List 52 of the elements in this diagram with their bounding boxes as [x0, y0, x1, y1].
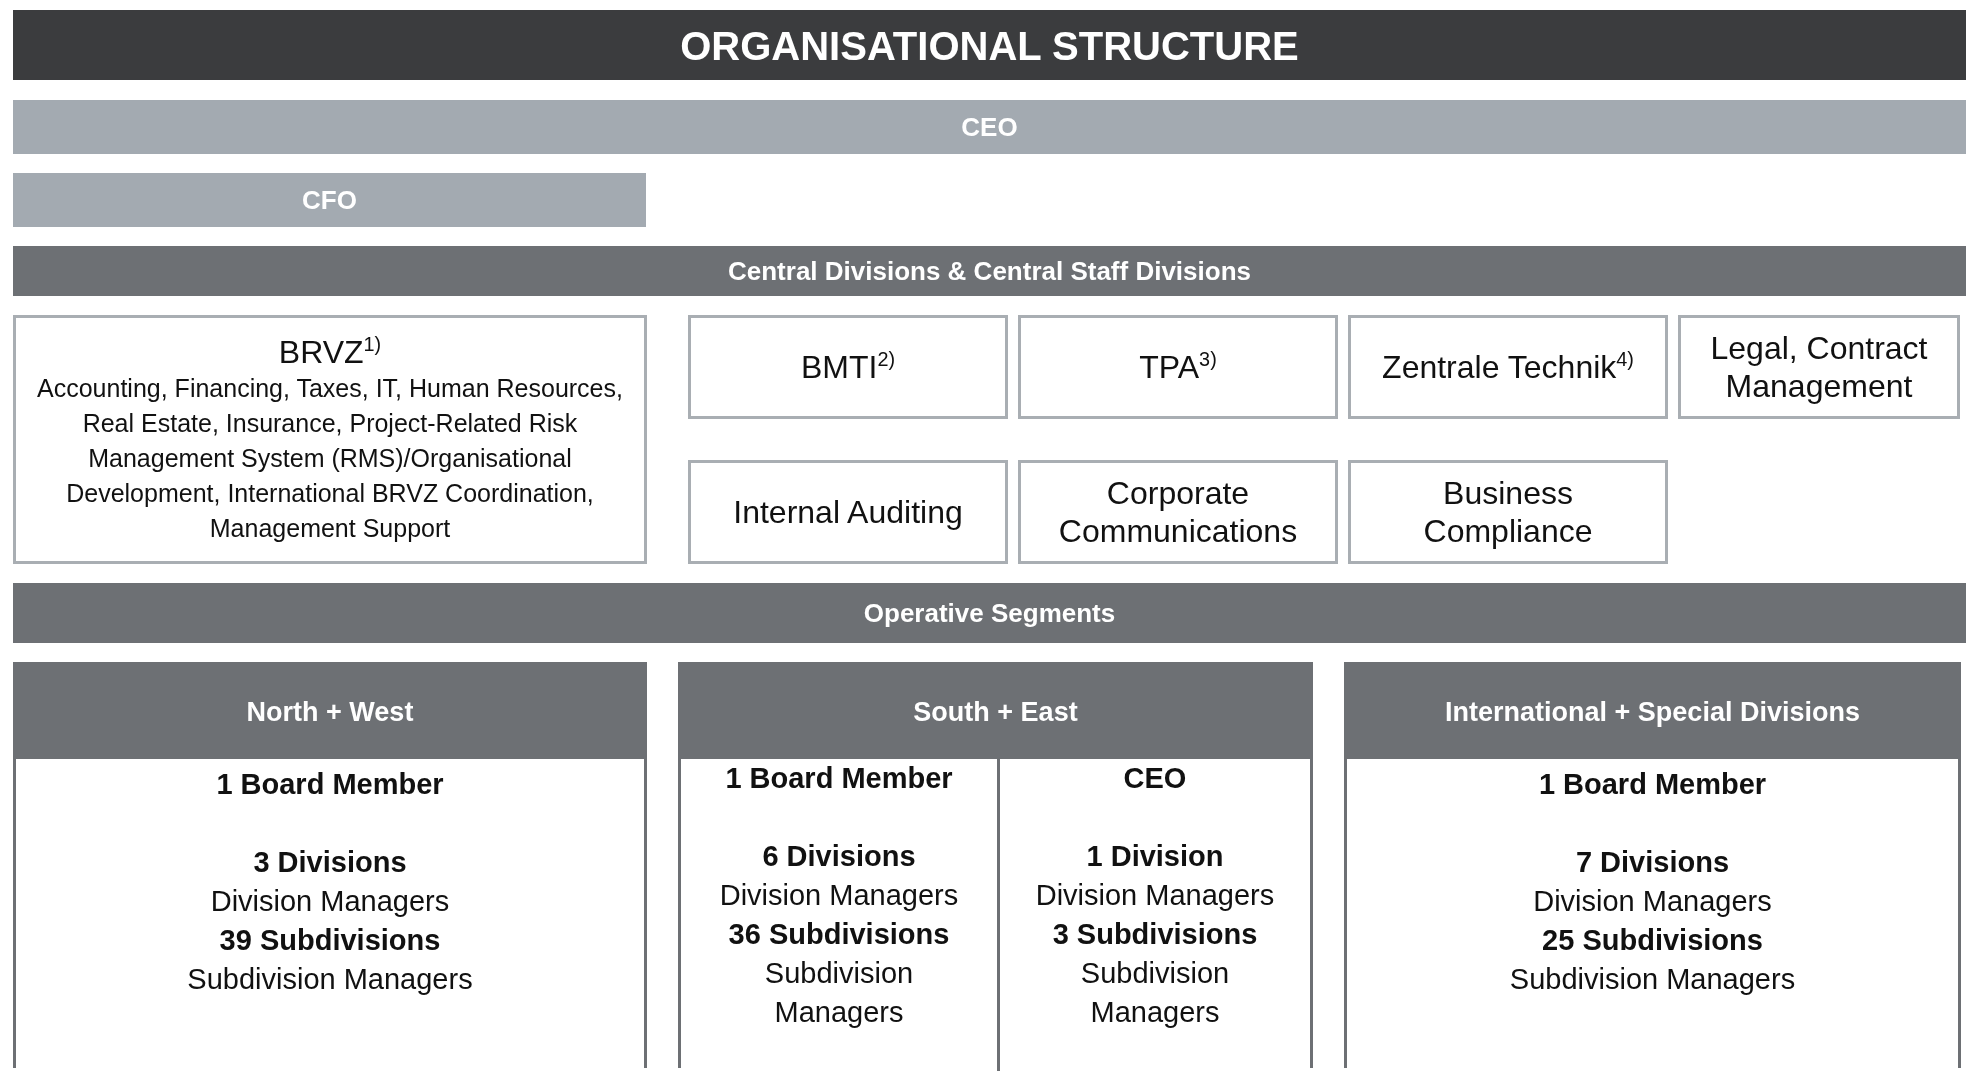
division-description: Accounting, Financing, Taxes, IT, Human Resources, Real Estate, Insurance, Project-Related Risk Management System (RMS)/Organisational Development, International BRVZ Coordination, Management Support [36, 373, 624, 545]
count-text: 39 Subdivisions [218, 923, 442, 958]
title: ORGANISATIONAL STRUCTURE [679, 24, 1300, 69]
division-box [1348, 460, 1668, 564]
division-box [1348, 315, 1668, 419]
segment-title: South + East [913, 696, 1078, 728]
division-box [688, 460, 1008, 564]
role-text: Subdivision Managers [1079, 956, 1231, 1030]
count-text: 1 Division [1085, 839, 1225, 874]
count-text: 3 Subdivisions [1051, 917, 1259, 952]
count-text: 36 Subdivisions [727, 917, 951, 952]
division-name: Corporate Communications [1057, 473, 1299, 551]
division-name: BRVZ$^{1)}$ [277, 332, 383, 372]
band-label: Central Divisions & Central Staff Divisions [728, 255, 1251, 287]
band-label: CEO [961, 111, 1018, 143]
band-label: Operative Segments [863, 597, 1116, 629]
segment-panel [1344, 662, 1961, 1068]
segment-panel [13, 662, 647, 1068]
count-text: 7 Divisions [1574, 845, 1731, 880]
segment-title: International + Special Divisions [1445, 696, 1860, 728]
role-text: Subdivision Managers [1508, 962, 1797, 997]
band-label: CFO [302, 184, 357, 216]
segment-panel [678, 662, 1313, 1068]
division-box [1678, 315, 1960, 419]
count-text: 25 Subdivisions [1541, 923, 1764, 958]
division-box [13, 315, 647, 564]
role-text: Division Managers [1532, 884, 1773, 919]
count-text: 6 Divisions [761, 839, 917, 874]
division-name: BMTI$^{2)}$ [799, 347, 897, 387]
count-text: 3 Divisions [252, 845, 408, 880]
section-band [13, 246, 1966, 296]
division-name: Internal Auditing [732, 492, 964, 532]
role-text: Subdivision Managers [186, 962, 474, 997]
segment-lead: 1 Board Member [1537, 767, 1768, 802]
division-box [688, 315, 1008, 419]
segment-lead: CEO [1122, 761, 1188, 796]
division-box [1018, 315, 1338, 419]
role-text: Division Managers [209, 884, 451, 919]
division-name: Legal, Contract Management [1709, 328, 1929, 406]
division-box [1018, 460, 1338, 564]
division-name: TPA$^{3)}$ [1138, 347, 1218, 387]
division-name: Business Compliance [1422, 473, 1594, 551]
segment-lead: 1 Board Member [215, 767, 445, 802]
division-name: Zentrale Technik$^{4)}$ [1381, 347, 1635, 387]
header-band [13, 173, 646, 227]
role-text: Subdivision Managers [763, 956, 915, 1030]
role-text: Division Managers [1034, 878, 1276, 913]
role-text: Division Managers [718, 878, 960, 913]
segment-title: North + West [246, 696, 414, 728]
segment-lead: 1 Board Member [724, 761, 954, 796]
section-band [13, 583, 1966, 643]
header-band [13, 100, 1966, 154]
